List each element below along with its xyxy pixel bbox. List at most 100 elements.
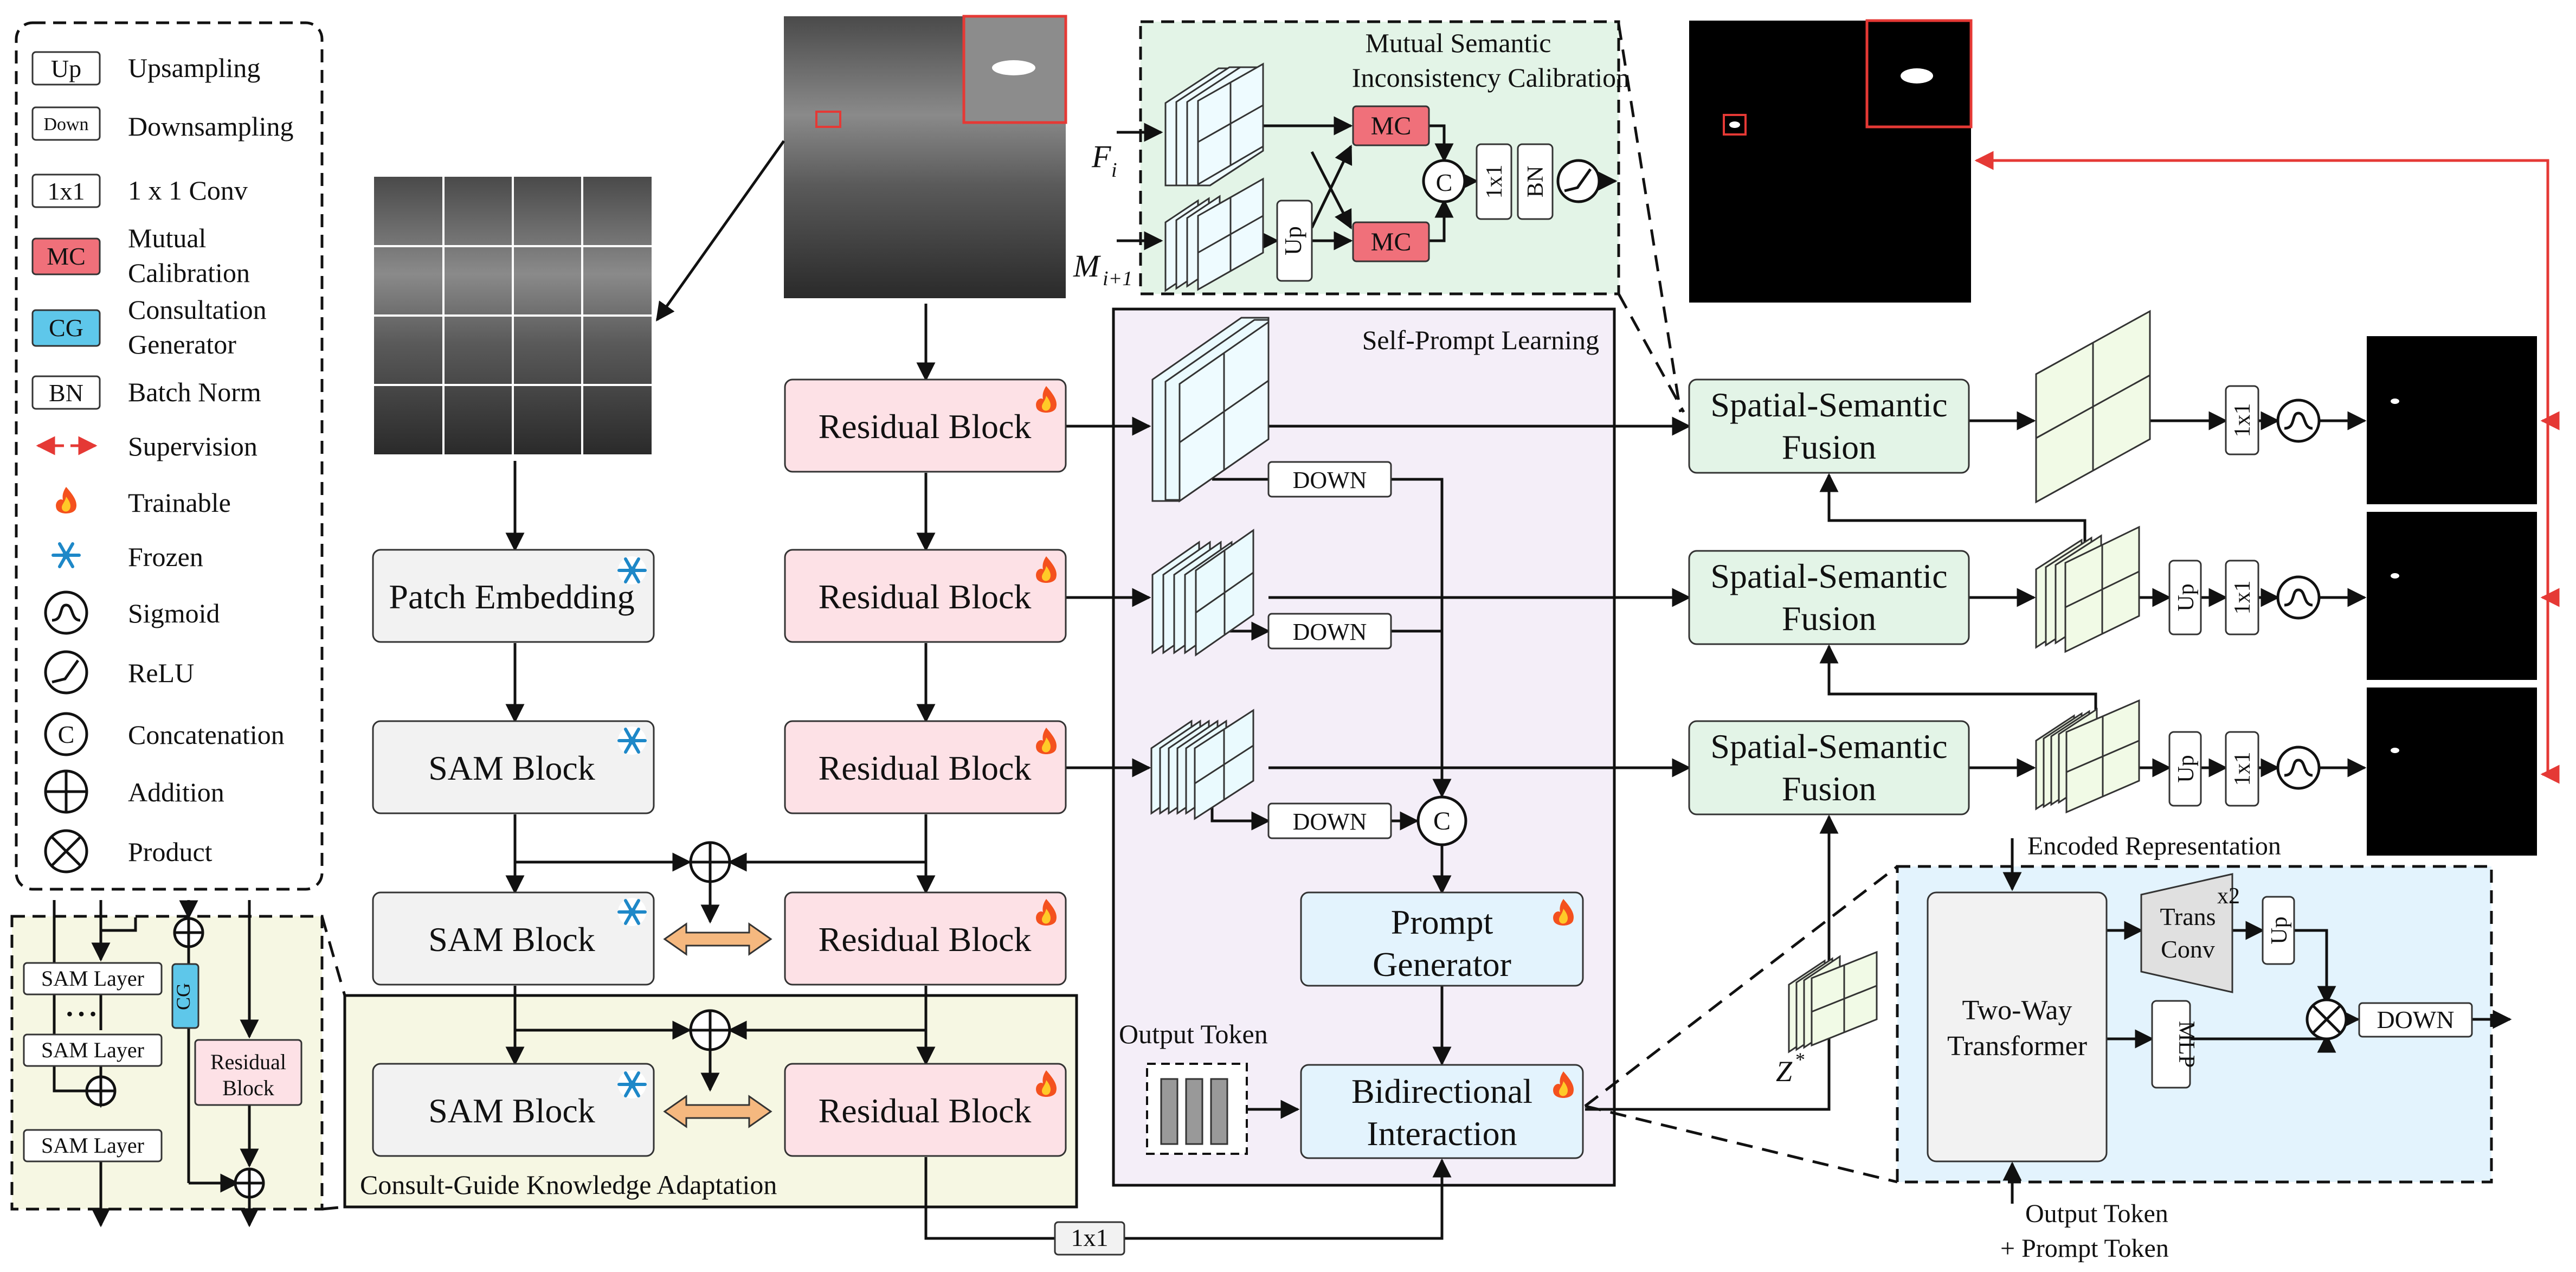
inset-up-label: Up: [2267, 916, 2292, 944]
legend-label-calibration: Calibration: [128, 258, 250, 288]
down-label-3: DOWN: [1293, 808, 1367, 835]
legend-label-batchnorm: Batch Norm: [128, 377, 261, 407]
input-image: [784, 15, 1067, 298]
fusion-label-2a: Spatial-Semantic: [1710, 557, 1947, 595]
z-star-label: Z: [1776, 1055, 1793, 1088]
legend-label-relu: ReLU: [128, 658, 194, 688]
conv-1x1-bottom: [1054, 1221, 1125, 1256]
head-boxes: [2168, 385, 2259, 807]
msic-bn-label: BN: [1523, 166, 1548, 197]
msic-input-f-sub: i: [1111, 159, 1117, 182]
concat-label: C: [1433, 807, 1451, 836]
sam-block-label-3: SAM Block: [428, 1091, 595, 1130]
legend-label-conv: 1 x 1 Conv: [128, 175, 248, 205]
trans-conv-label-1: Trans: [2160, 903, 2216, 930]
inset-dots: • • •: [66, 1003, 96, 1025]
knowledge-exchange-arrows: [663, 922, 772, 1128]
bidirectional-label-1: Bidirectional: [1351, 1072, 1532, 1110]
output-token-label: Output Token: [1119, 1019, 1268, 1049]
legend-label-product: Product: [128, 837, 212, 867]
z-star-sup: *: [1795, 1049, 1805, 1070]
output-masks: [2367, 336, 2537, 856]
msic-up-box: [1276, 200, 1313, 282]
two-way-label-1: Two-Way: [1962, 995, 2072, 1026]
trans-conv-label-2: Conv: [2161, 935, 2215, 963]
conv-1x1-bottom-label: 1x1: [1071, 1224, 1109, 1251]
legend-labels: Up Down 1x1 MC CG BN C Upsampling Downsa…: [43, 53, 293, 867]
msic-input-m-sub: i+1: [1103, 267, 1132, 290]
feature-maps: [1150, 317, 1270, 820]
bidirectional-interaction: [1300, 1064, 1584, 1159]
inset-cg-label: CG: [172, 983, 194, 1010]
msic-relu-icon: [1556, 159, 1601, 203]
residual-block-label-5: Residual Block: [819, 1091, 1032, 1130]
fusion-blocks: [1688, 378, 1970, 815]
legend-label-addition: Addition: [128, 777, 224, 807]
cgka-title: Consult-Guide Knowledge Adaptation: [360, 1170, 777, 1200]
fusion-label-1b: Fusion: [1782, 428, 1876, 466]
two-way-transformer: [1927, 891, 2108, 1162]
inset-sam-layer-2: SAM Layer: [41, 1038, 144, 1062]
down-boxes: [1267, 461, 1392, 839]
msic-input-f: F: [1091, 139, 1111, 174]
msic-input-m: M: [1073, 248, 1101, 284]
legend-glyph-bn: BN: [49, 379, 83, 407]
fusion-label-3a: Spatial-Semantic: [1710, 727, 1947, 766]
msic-feature-maps: [1164, 62, 1264, 292]
inset-up-box: [2262, 896, 2295, 965]
msic-c-label: C: [1436, 169, 1453, 196]
msic-title-1: Mutual Semantic: [1366, 28, 1551, 58]
patch-embedding-label: Patch Embedding: [389, 577, 634, 616]
residual-blocks: [784, 378, 1067, 1157]
head-conv-label-3: 1x1: [2230, 752, 2255, 786]
legend-glyphs: [31, 51, 101, 873]
output-token-icon: [1146, 1063, 1248, 1155]
legend-label-concatenation: Concatenation: [128, 719, 285, 750]
block-labels: Patch Embedding SAM Block SAM Block SAM …: [389, 386, 1947, 1153]
head-up-label-2: Up: [2174, 583, 2199, 611]
addition-symbols: [85, 841, 731, 1199]
inset-sam-layer-3: SAM Layer: [41, 1133, 144, 1158]
sam-block-label-2: SAM Block: [428, 920, 595, 959]
msic-mc-bottom-label: MC: [1371, 228, 1412, 256]
sigmoid-icons: [2276, 399, 2321, 790]
x2-label: x2: [2217, 884, 2240, 909]
msic-mc-top-label: MC: [1371, 112, 1412, 140]
residual-block-label-4: Residual Block: [819, 920, 1032, 959]
encoded-representation-label: Encoded Representation: [2027, 832, 2281, 860]
legend-label-generator: Generator: [128, 329, 236, 359]
prompt-generator: [1300, 891, 1584, 987]
small-labels: Consult-Guide Knowledge Adaptation 1x1 S…: [41, 28, 2455, 1263]
msic-concat: [1422, 159, 1466, 203]
inset-sam-layer-1: SAM Layer: [41, 966, 144, 991]
legend-label-supervision: Supervision: [128, 431, 257, 461]
legend-label-sigmoid: Sigmoid: [128, 598, 220, 628]
product-circle: [2305, 998, 2348, 1040]
two-way-label-2: Transformer: [1947, 1031, 2087, 1062]
msic-conv: [1476, 143, 1512, 220]
legend-glyph-1x1: 1x1: [48, 177, 85, 205]
trans-conv: [2140, 873, 2233, 993]
supervision-arrows: [1974, 151, 2560, 784]
legend-label-mutual: Mutual: [128, 223, 206, 253]
head-conv-label-2: 1x1: [2230, 581, 2255, 615]
output-mask-large: [1689, 19, 1973, 303]
residual-block-label-2: Residual Block: [819, 577, 1032, 616]
prompt-generator-label-1: Prompt: [1391, 903, 1493, 941]
inset-sam-layers: [23, 962, 302, 1162]
legend-glyph-up: Up: [51, 55, 81, 82]
inset-down-label: DOWN: [2377, 1006, 2454, 1033]
legend-label-trainable: Trainable: [128, 487, 231, 518]
down-label-1: DOWN: [1293, 467, 1367, 493]
legend-label-upsampling: Upsampling: [128, 53, 260, 83]
msic-bn: [1517, 143, 1554, 220]
legend-glyph-mc: MC: [47, 242, 86, 270]
msic-mc-bottom: [1352, 221, 1430, 262]
sam-blocks: [372, 549, 655, 1157]
concat-circle: [1416, 795, 1467, 846]
residual-block-label-3: Residual Block: [819, 749, 1032, 787]
fusion-label-1a: Spatial-Semantic: [1710, 386, 1947, 424]
head-conv-label-1: 1x1: [2230, 403, 2255, 438]
residual-block-label-1: Residual Block: [819, 407, 1032, 446]
